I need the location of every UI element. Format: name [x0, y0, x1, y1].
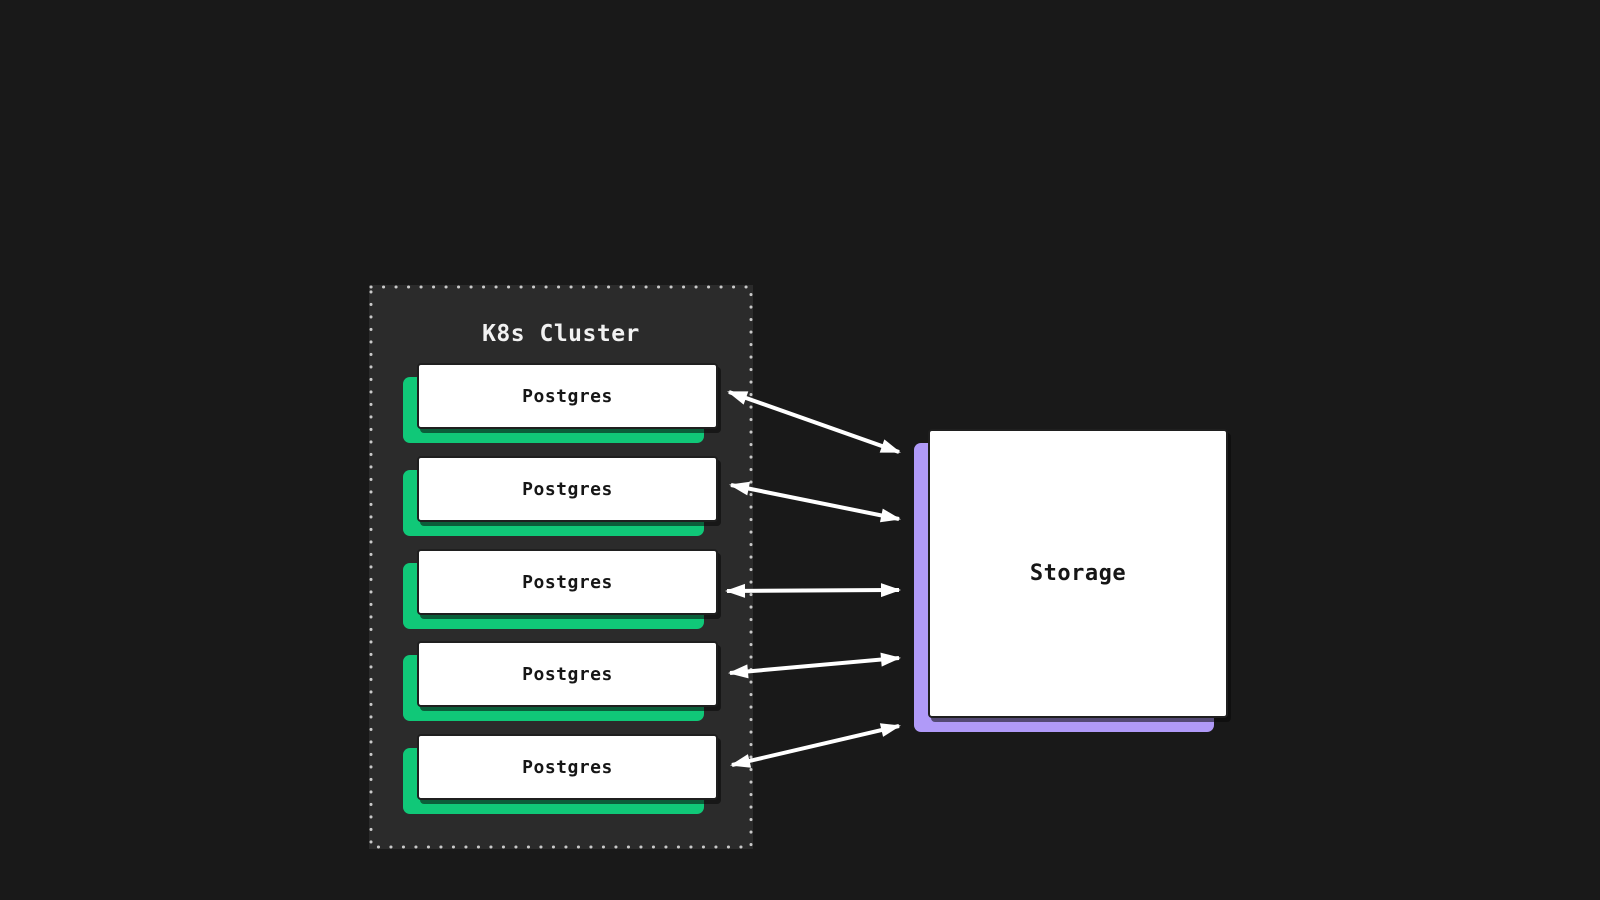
edge-postgres5-storage: [730, 723, 901, 768]
cluster-dotted-border: [369, 285, 753, 849]
storage-node: Storage: [914, 429, 1228, 732]
cluster-title: K8s Cluster: [482, 321, 640, 347]
postgres-node: Postgres: [403, 549, 718, 629]
postgres-node-face: Postgres: [417, 363, 718, 429]
postgres-node-label: Postgres: [522, 663, 613, 685]
postgres-node-label: Postgres: [522, 571, 613, 593]
postgres-node: Postgres: [403, 641, 718, 721]
postgres-node-face: Postgres: [417, 641, 718, 707]
storage-node-label: Storage: [1029, 561, 1127, 586]
postgres-node: Postgres: [403, 363, 718, 443]
edge-postgres4-storage: [728, 652, 901, 679]
postgres-node: Postgres: [403, 734, 718, 814]
postgres-node-label: Postgres: [522, 385, 613, 407]
k8s-cluster-group: K8s Cluster Postgres Postgres Postgres P…: [369, 285, 753, 849]
postgres-node-face: Postgres: [417, 456, 718, 522]
edge-postgres1-storage: [727, 390, 901, 454]
postgres-node-face: Postgres: [417, 734, 718, 800]
postgres-node: Postgres: [403, 456, 718, 536]
postgres-node-face: Postgres: [417, 549, 718, 615]
postgres-node-label: Postgres: [522, 756, 613, 778]
postgres-node-label: Postgres: [522, 478, 613, 500]
storage-node-face: Storage: [928, 429, 1228, 718]
edge-postgres2-storage: [729, 481, 901, 523]
